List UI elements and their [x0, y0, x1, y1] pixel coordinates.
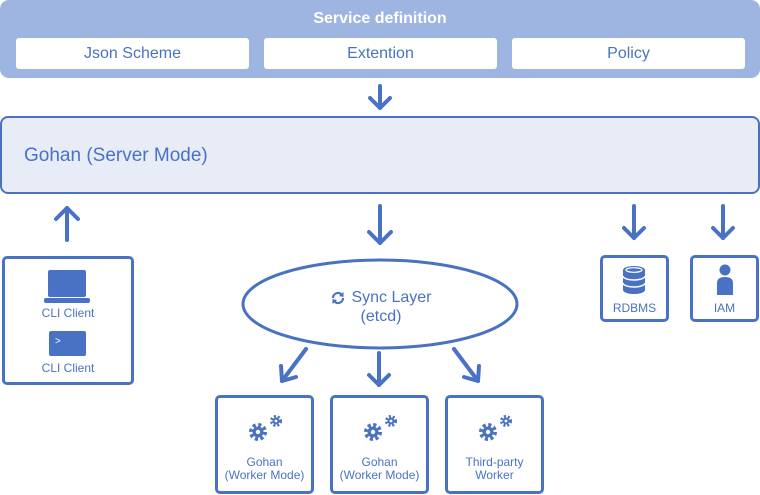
worker-box-gohan-1 [215, 395, 314, 494]
extention-item: Extention [264, 38, 497, 69]
worker-box-gohan-2 [330, 395, 429, 494]
worker-label: Gohan(Worker Mode) [224, 455, 305, 482]
cli-client-label: CLI Client [41, 306, 95, 320]
worker-label: Gohan(Worker Mode) [339, 455, 420, 482]
policy-item: Policy [512, 38, 745, 69]
arrow-down-left-icon [279, 347, 308, 383]
sync-layer-subtitle: (etcd) [360, 308, 402, 325]
cli-client-label: CLI Client [41, 361, 95, 375]
worker-box-third-party [445, 395, 544, 494]
sync-layer-title: Sync Layer [351, 289, 432, 306]
sync-layer-label: Sync Layer (etcd) [296, 288, 466, 326]
arrow-down-icon [367, 204, 393, 245]
sync-icon [332, 291, 345, 304]
laptop-icon [44, 270, 90, 303]
svg-text:>: > [55, 336, 61, 347]
gears-icon [249, 415, 282, 441]
arrow-down-icon [711, 204, 735, 240]
arrow-down-right-icon [452, 347, 481, 383]
gohan-server-box [0, 116, 760, 194]
iam-label: IAM [713, 301, 736, 315]
arrow-down-icon [368, 84, 392, 110]
arrow-down-icon [367, 351, 391, 387]
service-definition-title: Service definition [313, 10, 447, 27]
sync-layer-ellipse [241, 258, 519, 350]
rdbms-label: RDBMS [612, 301, 657, 315]
cli-clients-box [2, 256, 134, 385]
gears-icon [479, 415, 512, 441]
database-icon [622, 266, 646, 294]
gears-icon [364, 415, 397, 441]
terminal-icon: > [49, 331, 86, 356]
person-icon [717, 264, 733, 295]
json-scheme-item: Json Scheme [16, 38, 249, 69]
gohan-server-label: Gohan (Server Mode) [24, 145, 208, 166]
arrow-up-icon [54, 206, 80, 242]
arrow-down-icon [622, 204, 646, 240]
